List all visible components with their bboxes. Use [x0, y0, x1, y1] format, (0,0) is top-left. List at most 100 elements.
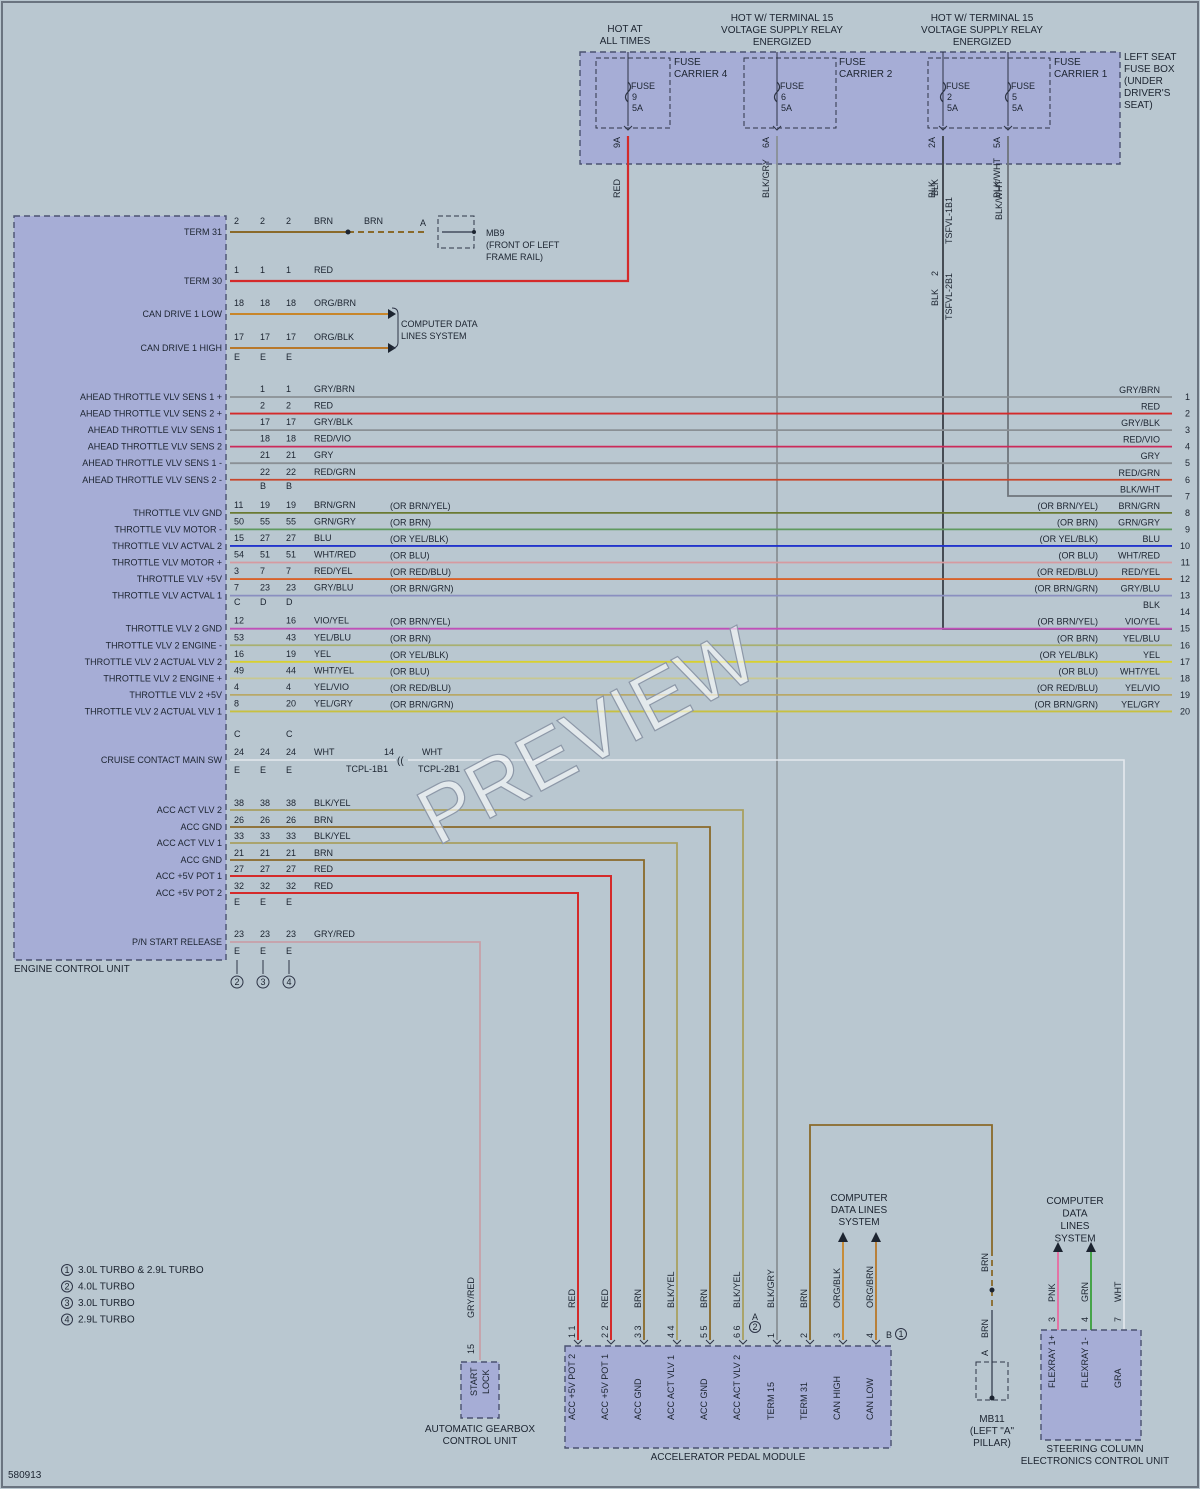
data-lines-label: COMPUTER DATA [401, 319, 478, 329]
pin-number: 26 [286, 815, 296, 825]
splice-number: 17 [1180, 657, 1190, 667]
splice-number: 2 [1185, 409, 1190, 419]
ecu-circuit-label: TERM 30 [184, 276, 222, 286]
wire-color: GRN [1080, 1282, 1090, 1302]
circuit-label: AHEAD THROTTLE VLV SENS 2 [88, 442, 222, 452]
pin-number: 27 [286, 864, 296, 874]
svg-text:VOLTAGE SUPPLY RELAY: VOLTAGE SUPPLY RELAY [721, 25, 843, 36]
pin-number: 1 [260, 265, 265, 275]
circuit-label: THROTTLE VLV GND [133, 508, 222, 518]
pin-number: 24 [286, 747, 296, 757]
splice-number: 7 [1185, 491, 1190, 501]
alt-color: (OR RED/BLU) [1037, 567, 1098, 577]
pin-number: 2 [286, 216, 291, 226]
fuse-wire-color: BLK/GRY [761, 159, 771, 198]
pin-number: 32 [286, 881, 296, 891]
circuit-label: AHEAD THROTTLE VLV SENS 2 - [82, 475, 222, 485]
pin-number: 2 [930, 271, 940, 276]
wire-color-right: RED [1141, 402, 1161, 412]
wire-color: RED [314, 265, 334, 275]
pin-number: 26 [260, 815, 270, 825]
alt-color: (OR BLU) [390, 551, 430, 561]
acc-circuit-label: ACC GND [180, 855, 222, 865]
pin-number: 21 [286, 848, 296, 858]
wire-color-right: BLU [1142, 534, 1160, 544]
circuit-label: THROTTLE VLV MOTOR - [114, 524, 222, 534]
wire-color: BRN [699, 1289, 709, 1308]
wire-color: GRY/BLK [314, 417, 353, 427]
splice-number: 5 [1185, 458, 1190, 468]
acc-circuit-label: ACC ACT VLV 1 [157, 838, 222, 848]
pin-number: 7 [286, 566, 291, 576]
alt-color: (OR BLU) [1058, 666, 1098, 676]
wire-color: YEL/BLU [314, 632, 351, 642]
legend-text: 2.9L TURBO [78, 1315, 135, 1326]
pin-number: 27 [260, 533, 270, 543]
alt-color: (OR BRN/GRN) [1035, 584, 1099, 594]
wire-color: YEL [314, 649, 331, 659]
wire-color: RED [314, 864, 334, 874]
pin-number: 4 [234, 682, 239, 692]
pin-number: 15 [466, 1344, 476, 1354]
pin-number: 49 [234, 665, 244, 675]
svg-text:ALL TIMES: ALL TIMES [600, 36, 651, 47]
fuse-amp: 5A [781, 103, 792, 113]
pin-number: 22 [286, 467, 296, 477]
alt-color: (OR BRN/GRN) [390, 699, 454, 709]
splice-number: 20 [1180, 706, 1190, 716]
wire-color: BLK/YEL [314, 831, 351, 841]
fuse-wire-color: RED [612, 178, 622, 198]
pin-number: 1 [234, 265, 239, 275]
fuse-name: FUSE [780, 81, 804, 91]
mb11-pin: A [980, 1350, 990, 1356]
pin-number: 1 [286, 265, 291, 275]
alt-color: (OR BRN/GRN) [1035, 699, 1099, 709]
fuse-amp: 5A [947, 103, 958, 113]
pin-number: 22 [260, 467, 270, 477]
alt-color: (OR BRN/GRN) [390, 584, 454, 594]
wire-color-right: GRN/GRY [1118, 517, 1160, 527]
pin-number: 23 [286, 929, 296, 939]
pin-number: 23 [260, 583, 270, 593]
pin-number: 27 [286, 533, 296, 543]
connector-code: E [260, 352, 266, 362]
splice-tcpl-1b1: TCPL-1B1 [346, 764, 388, 774]
wire-color-right: WHT/YEL [1120, 666, 1160, 676]
alt-color: (OR YEL/BLK) [1040, 650, 1098, 660]
splice-number: 11 [1181, 558, 1190, 568]
wire-color: GRY [314, 450, 333, 460]
pin-number: 32 [234, 881, 244, 891]
pin-number: 2 2 [600, 1325, 610, 1338]
pin-number: 18 [260, 434, 270, 444]
circuit-label: THROTTLE VLV +5V [137, 574, 222, 584]
alt-color: (OR BRN) [390, 517, 431, 527]
pedal-pin-label: TERM 31 [799, 1382, 809, 1420]
alt-color: (OR BRN/YEL) [1037, 501, 1098, 511]
pin-number: 54 [234, 550, 244, 560]
legend-number: 1 [64, 1265, 69, 1275]
pin-number: 23 [286, 583, 296, 593]
splice-number: 13 [1180, 591, 1190, 601]
connector-code: B [260, 481, 266, 491]
wire-color-right: BRN/GRN [1118, 501, 1160, 511]
wire-color: BLK [930, 179, 940, 196]
pin-number: 21 [286, 450, 296, 460]
wire-color: WHT [314, 747, 335, 757]
connector-code: B [286, 481, 292, 491]
pedal-pin-label: ACC ACT VLV 1 [666, 1355, 676, 1420]
data-lines-label: SYSTEM [1054, 1234, 1095, 1245]
cruise-label: CRUISE CONTACT MAIN SW [101, 755, 223, 765]
splice-number: 8 [1185, 508, 1190, 518]
splice-number: 9 [1185, 524, 1190, 534]
acc-circuit-label: ACC +5V POT 1 [156, 871, 222, 881]
pin-number: 18 [260, 298, 270, 308]
circuit-label: AHEAD THROTTLE VLV SENS 1 + [80, 392, 222, 402]
